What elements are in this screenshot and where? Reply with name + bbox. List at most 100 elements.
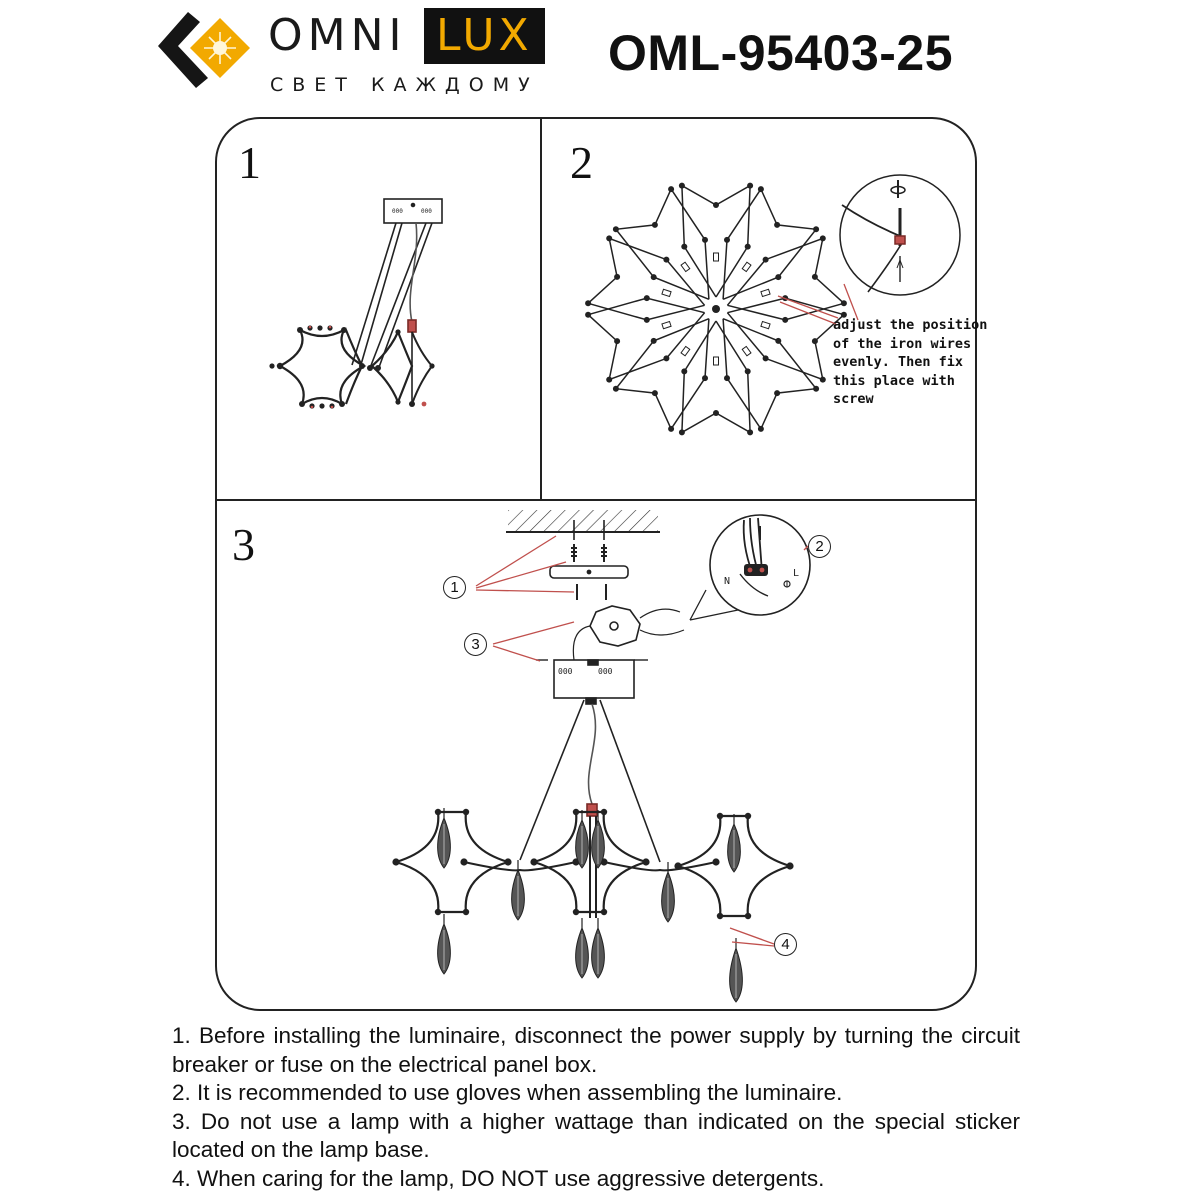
note-line: adjust the position xyxy=(833,317,988,333)
panel-frame xyxy=(215,117,977,1011)
wire-label-neutral: N xyxy=(724,576,730,587)
callout-1: 1 xyxy=(443,576,466,599)
petal-joint xyxy=(650,274,657,281)
petal-frame xyxy=(614,187,710,300)
crystal-drops xyxy=(437,808,743,1003)
petal-joint xyxy=(813,385,820,392)
petal-joint xyxy=(678,182,685,189)
panel-1-joints xyxy=(269,325,435,409)
petal-joint xyxy=(747,429,754,436)
callout-3: 3 xyxy=(464,633,487,656)
callout-4: 4 xyxy=(774,933,797,956)
petal-joint xyxy=(762,256,769,263)
note-line: of the iron wires xyxy=(833,335,972,352)
frame-joint xyxy=(460,858,468,866)
petal-joint xyxy=(744,368,751,375)
frame-joint xyxy=(434,808,442,816)
wire-label-live: L xyxy=(793,568,799,579)
center-hub xyxy=(712,305,720,313)
petal-joint xyxy=(757,425,764,432)
instruction-item: 4. When caring for the lamp, DO NOT use … xyxy=(172,1165,825,1191)
panel-2-detail xyxy=(839,174,961,296)
frame-joint xyxy=(674,862,682,870)
petal-joint xyxy=(775,274,782,281)
petal-joint xyxy=(774,390,781,397)
petal-socket xyxy=(680,345,691,357)
petal-joint xyxy=(614,273,621,280)
frame-joint xyxy=(642,858,650,866)
frame-joint xyxy=(434,908,442,916)
petal-joint xyxy=(668,425,675,432)
note-line: screw xyxy=(833,391,874,407)
petal-joint xyxy=(651,221,658,228)
petal-socket xyxy=(680,261,691,273)
panel-2-pointers xyxy=(777,283,859,325)
wire-adjustment-note: adjust the position of the iron wires ev… xyxy=(833,316,993,409)
brand-name-lux: LUX xyxy=(424,8,545,64)
petal-joint xyxy=(713,410,719,416)
petal-joint xyxy=(811,338,818,345)
callout-2: 2 xyxy=(808,535,831,558)
petal-joint xyxy=(762,355,769,362)
petal-frame xyxy=(722,318,818,431)
petal-joint xyxy=(663,256,670,263)
frame-joint xyxy=(716,812,724,820)
note-line: evenly. Then fix xyxy=(833,354,964,370)
model-code: OML-95403-25 xyxy=(608,25,954,81)
frame-joint xyxy=(572,908,580,916)
note-line: this place with xyxy=(833,372,955,389)
petal-frame xyxy=(614,318,710,431)
petal-joint xyxy=(774,221,781,228)
petal-joint xyxy=(606,376,613,383)
petal-socket xyxy=(661,288,672,298)
frame-joint xyxy=(600,908,608,916)
frame-link xyxy=(463,861,577,872)
lamp-shades xyxy=(392,808,794,920)
petal-socket xyxy=(661,320,672,330)
panel-1-drawing: 000 000 xyxy=(277,198,443,407)
petal-joint xyxy=(775,337,782,344)
petal-joint xyxy=(612,226,619,233)
petal-joint xyxy=(782,316,789,323)
panel-3-wiring-block xyxy=(744,564,791,588)
brand-tagline: СВЕТ КАЖДОМУ xyxy=(270,74,539,96)
petal-socket xyxy=(741,261,752,273)
petal-joint xyxy=(702,375,708,382)
petal-joint xyxy=(612,385,619,392)
petal-socket xyxy=(760,320,771,330)
callout-leaders xyxy=(475,535,809,947)
instruction-item: 2. It is recommended to use gloves when … xyxy=(172,1080,843,1105)
frame-joint xyxy=(744,912,752,920)
petal-socket xyxy=(760,288,771,298)
petal-joint xyxy=(614,338,621,345)
petal-joint xyxy=(757,186,764,193)
safety-instructions: 1. Before installing the luminaire, disc… xyxy=(172,1022,1020,1193)
frame-joint xyxy=(716,912,724,920)
assembly-diagram: 000 000 xyxy=(215,117,977,1011)
petal-socket xyxy=(741,345,752,357)
petal-joint xyxy=(650,337,657,344)
frame-joint xyxy=(462,808,470,816)
frame-joint xyxy=(744,812,752,820)
petal-joint xyxy=(702,236,708,243)
star-frame xyxy=(392,810,512,914)
svg-text:000: 000 xyxy=(421,208,432,215)
svg-text:000: 000 xyxy=(558,667,573,676)
frame-joint xyxy=(572,808,580,816)
petal-joint xyxy=(813,226,820,233)
petal-socket xyxy=(713,356,719,366)
petal-joint xyxy=(724,375,730,382)
frame-link xyxy=(603,861,717,872)
petal-joint xyxy=(643,295,650,302)
petal-joint xyxy=(643,316,650,323)
petal-joint xyxy=(663,355,670,362)
frame-joint xyxy=(392,858,400,866)
brand-name-omni: OMNI xyxy=(268,10,407,61)
petal-joint xyxy=(678,429,685,436)
petal-joint xyxy=(585,311,592,318)
panel-number-1: 1 xyxy=(238,137,261,188)
petal-joint xyxy=(606,235,613,242)
petal-joint xyxy=(668,186,675,193)
petal-joint xyxy=(651,390,658,397)
petal-joint xyxy=(747,182,754,189)
